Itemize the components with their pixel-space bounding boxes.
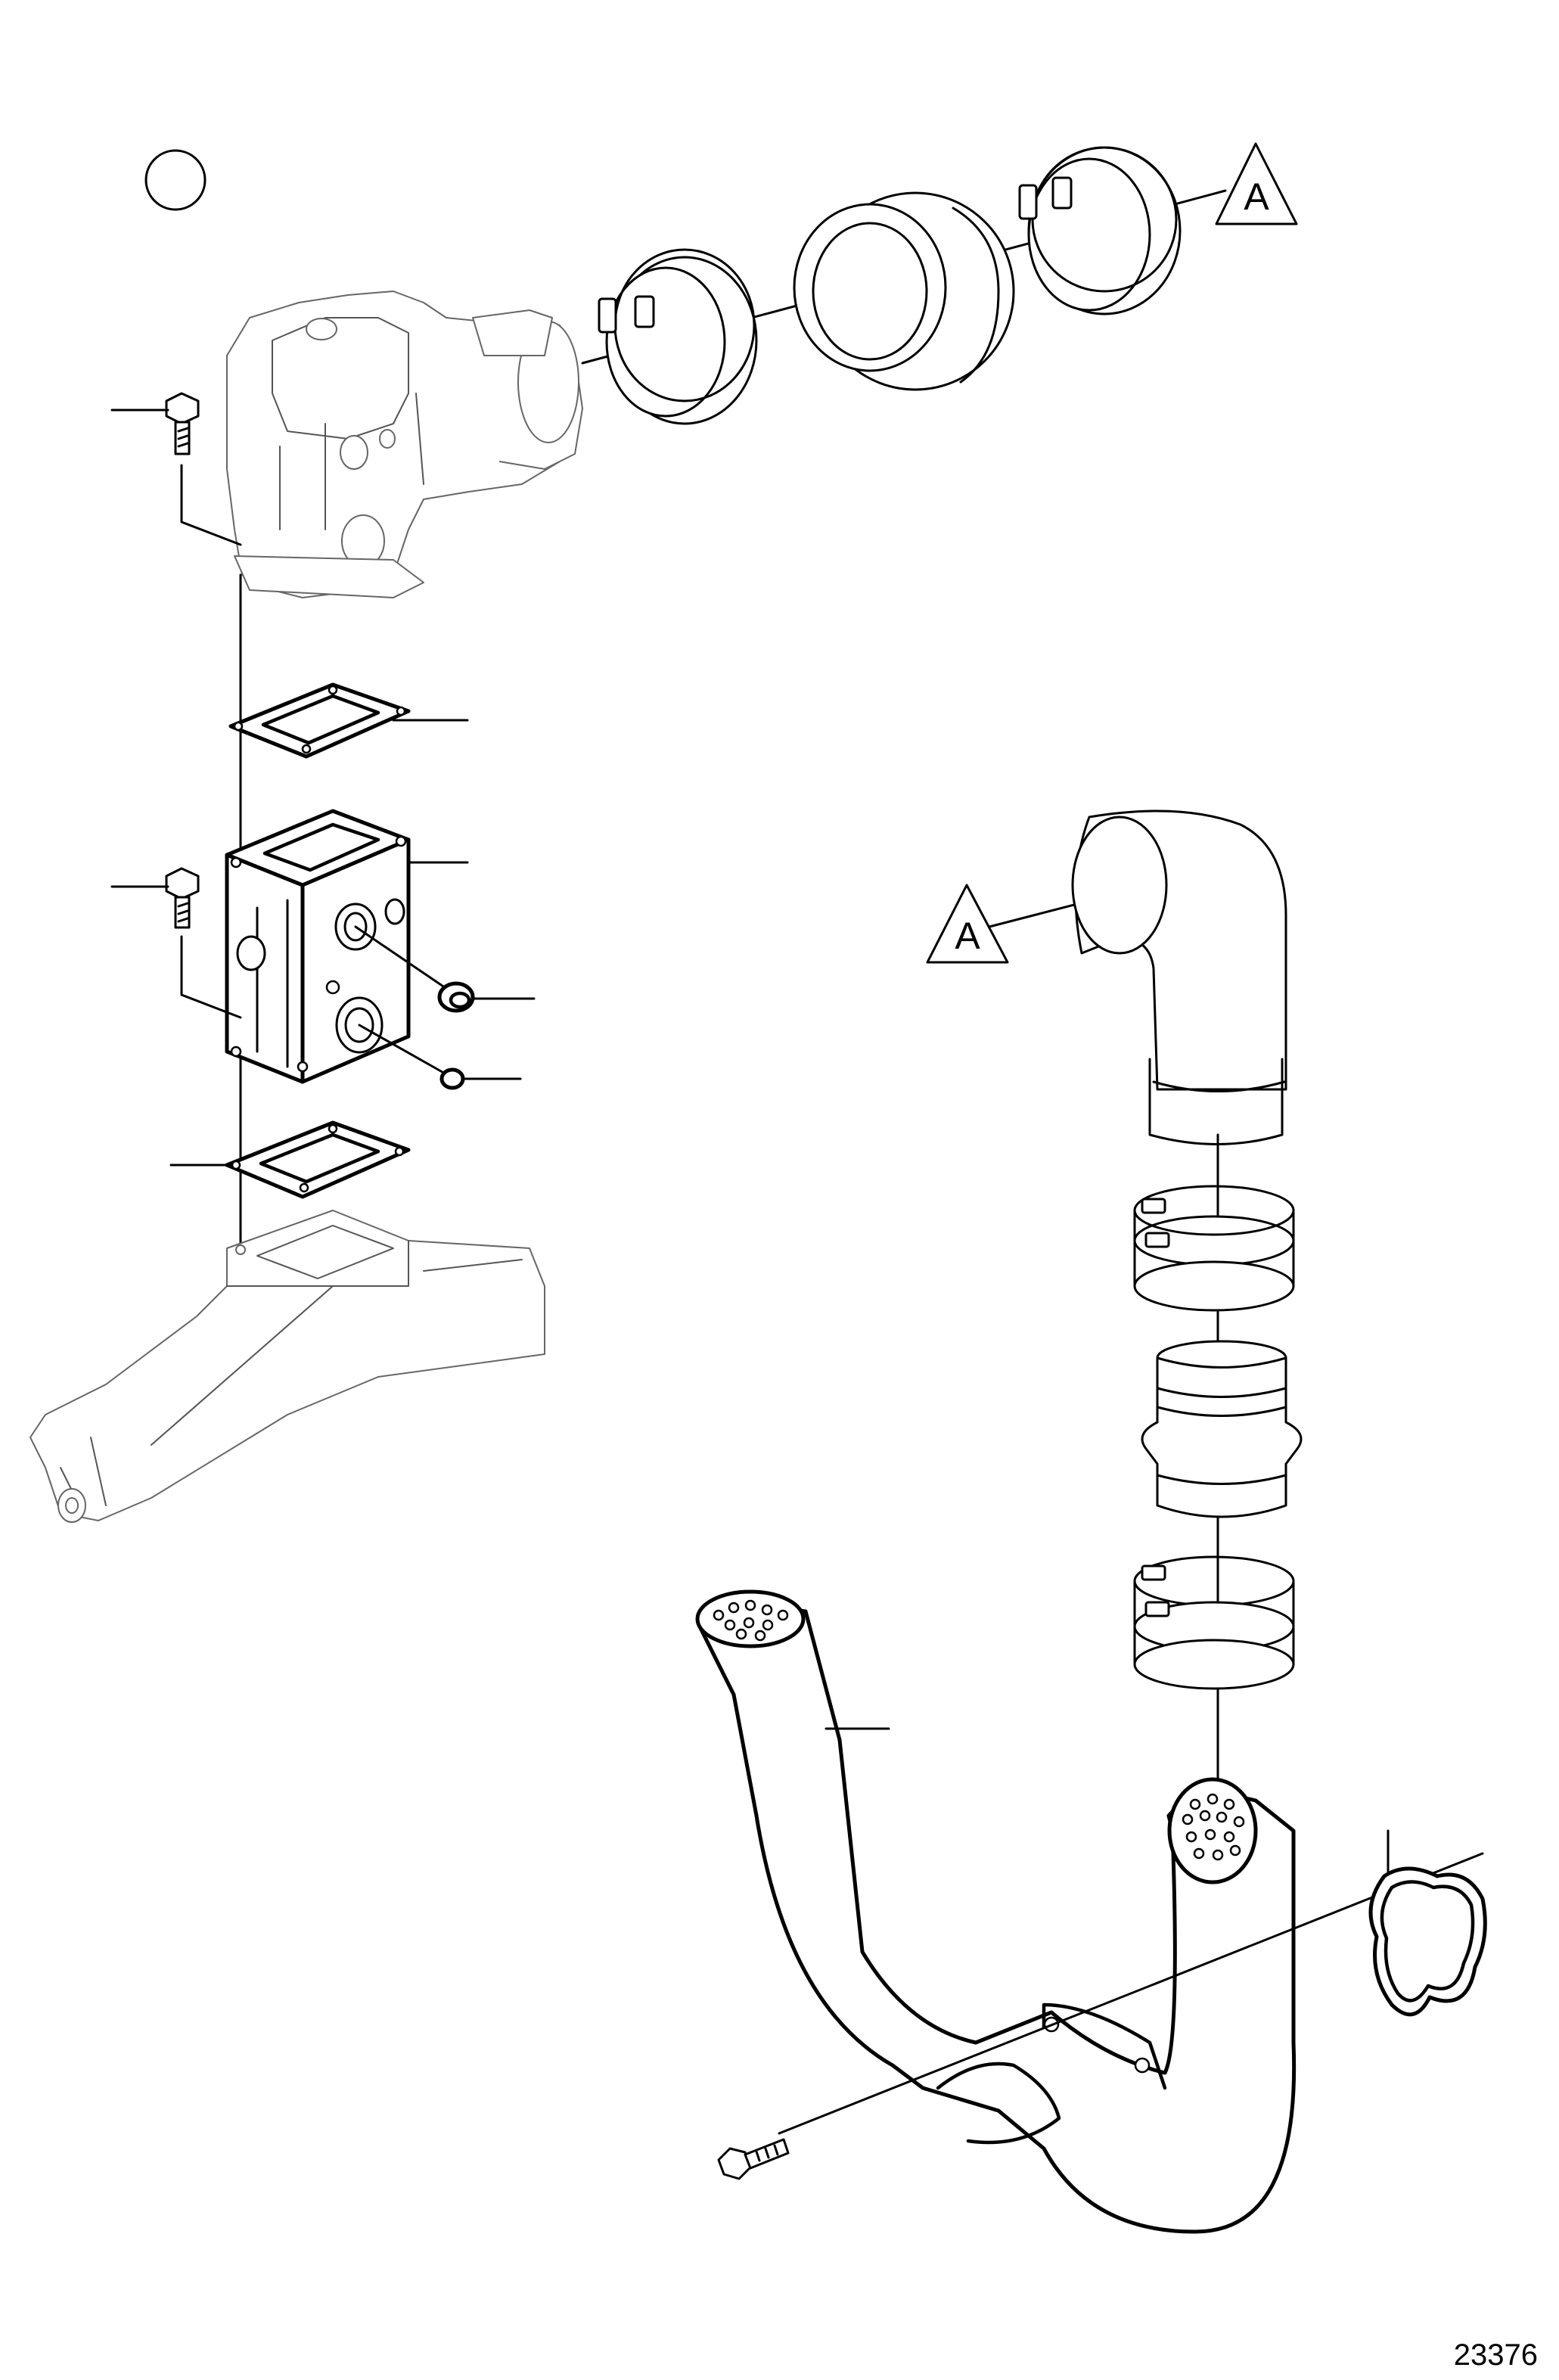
rubber-hose-lower	[1141, 1340, 1303, 1518]
flange-axis	[778, 1852, 1484, 2135]
flange-gasket	[1368, 1866, 1487, 2017]
hose-clamp-lower-1	[1133, 1185, 1295, 1312]
u-pipe-perforations-left	[713, 1599, 789, 1642]
gasket-upper	[228, 682, 411, 759]
gasket-lower	[225, 1120, 411, 1199]
flange-bolt	[717, 2138, 790, 2180]
bolt-upper-connector	[180, 464, 242, 546]
spacer-block	[225, 809, 411, 1084]
view-number-circle	[144, 149, 207, 211]
reference-triangle-upper: A	[1215, 142, 1298, 225]
plug-lower	[439, 1067, 465, 1090]
plug-upper-axis	[354, 925, 452, 993]
exhaust-manifold	[30, 1210, 545, 1523]
bolt-middle	[165, 867, 200, 929]
reference-label-lower: A	[955, 915, 980, 957]
rubber-hose-upper	[793, 191, 1015, 391]
plug-lower-axis	[358, 1024, 448, 1076]
reference-label-upper: A	[1244, 176, 1269, 218]
plug-upper	[437, 981, 475, 1013]
hose-clamp-upper-1	[598, 248, 758, 425]
elbow-pipe-lower	[1071, 809, 1287, 1145]
bolt-upper	[165, 392, 200, 455]
u-pipe-perforations-right	[1182, 1793, 1245, 1861]
reference-triangle-lower: A	[926, 884, 1009, 964]
bolt-middle-connector	[180, 935, 242, 1019]
hose-clamp-lower-2	[1133, 1555, 1295, 1690]
riser-elbow	[226, 291, 583, 598]
hose-clamp-upper-2	[1018, 146, 1182, 315]
drawing-number: 23376	[1454, 2338, 1538, 2372]
